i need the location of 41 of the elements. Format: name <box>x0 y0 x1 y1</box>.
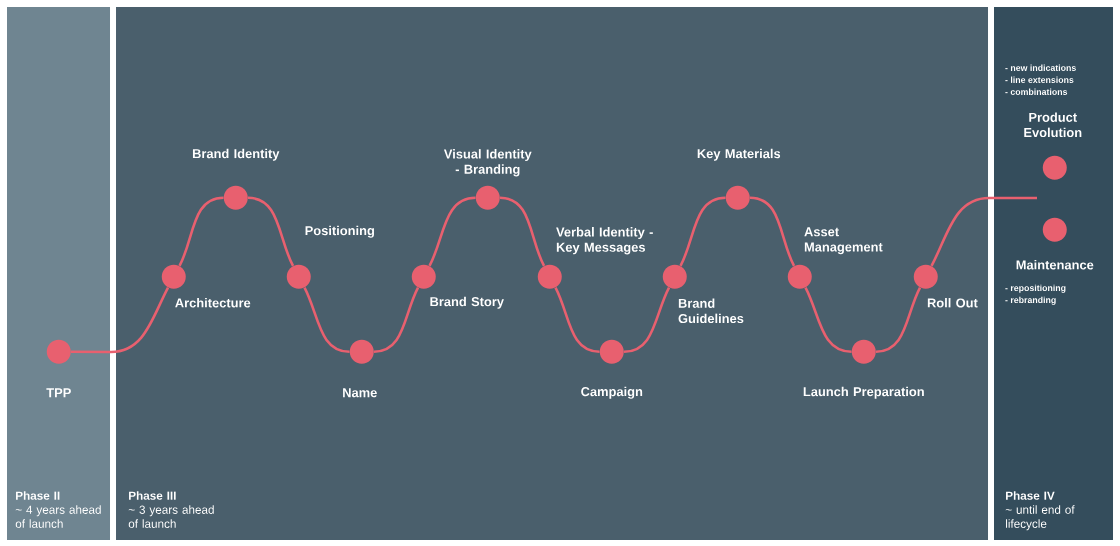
phase-label: Phase III ~ 3 years ahead of launch <box>128 491 214 528</box>
wave-line <box>623 287 671 354</box>
step-label: Key Materials <box>697 148 781 161</box>
wave-line <box>303 287 350 354</box>
bullet-item: - combinations <box>1005 88 1068 95</box>
wave-line <box>428 196 476 267</box>
step-label: Brand Identity <box>192 148 280 161</box>
step-label: Product Evolution <box>1024 112 1082 138</box>
wave-line <box>178 196 224 267</box>
step-label: Brand Story <box>430 296 504 309</box>
phase-panel <box>994 7 1113 540</box>
step-label: Positioning <box>305 225 374 238</box>
phase-label: Phase IV ~ until end of lifecycle <box>1005 491 1075 531</box>
wave-line <box>930 196 1037 267</box>
step-label: Campaign <box>581 386 643 399</box>
wave-line <box>373 287 420 354</box>
wave-line <box>875 287 922 354</box>
bullet-item: - line extensions <box>1005 76 1074 83</box>
phase-panel <box>7 7 110 540</box>
bullet-item: - new indications <box>1005 64 1076 71</box>
bullet-item: - rebranding <box>1005 296 1056 305</box>
wave-line <box>749 196 796 267</box>
wave-line <box>804 287 852 354</box>
bullet-item: - repositioning <box>1005 284 1066 293</box>
step-label: Verbal Identity - Key Messages <box>556 227 653 255</box>
step-label: Architecture <box>175 298 251 308</box>
wave-line <box>247 196 295 267</box>
phase-label: Phase II ~ 4 years ahead of launch <box>15 491 101 528</box>
step-label: Launch Preparation <box>803 386 924 399</box>
step-label: Maintenance <box>1016 260 1094 270</box>
step-label: Name <box>343 388 377 398</box>
step-label: Roll Out <box>927 298 978 308</box>
step-label: Visual Identity - Branding <box>443 149 532 177</box>
phase-panel <box>116 7 988 540</box>
step-label: Asset Management <box>804 227 883 255</box>
wave-line <box>71 286 170 354</box>
step-label: Brand Guidelines <box>678 298 744 324</box>
wave-line <box>554 287 600 354</box>
step-label: TPP <box>46 388 71 398</box>
wave-line <box>499 196 546 267</box>
wave-line <box>679 196 726 267</box>
